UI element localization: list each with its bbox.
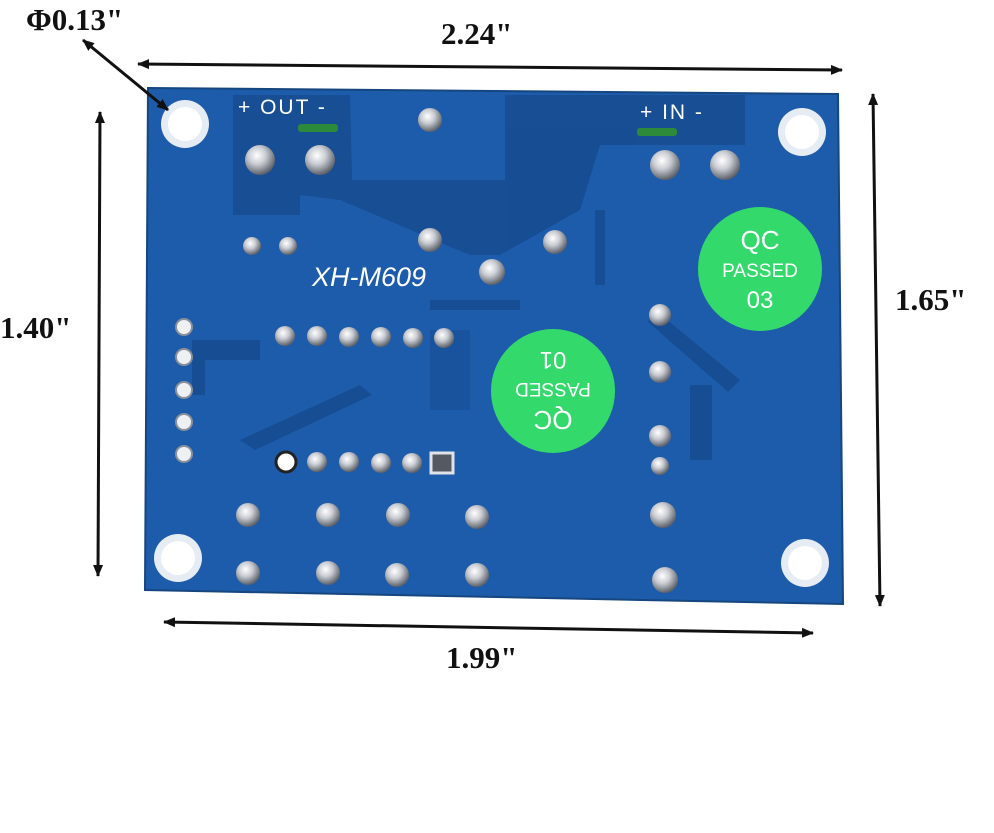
qc-sticker-01-line-1: QC xyxy=(534,405,573,435)
side-pin-header xyxy=(175,318,193,463)
input-indicator xyxy=(637,128,677,136)
header-row-top xyxy=(275,326,454,348)
mounting-holes xyxy=(154,100,829,587)
height-dimension-line xyxy=(868,93,885,607)
dimension-lines xyxy=(82,38,885,638)
hole-spacing-vertical-label: 1.40" xyxy=(0,310,72,345)
output-label: + OUT - xyxy=(238,96,327,119)
header-row-bottom xyxy=(274,450,455,475)
qc-sticker-01: QC PASSED 01 xyxy=(491,329,615,453)
hole-diameter-leader xyxy=(82,38,169,112)
hole-spacing-horizontal-line xyxy=(163,617,814,638)
qc-sticker-03-line-3: 03 xyxy=(747,287,774,314)
overall-height-label: 1.65" xyxy=(895,282,967,317)
solder-joints xyxy=(236,108,740,593)
copper-traces xyxy=(192,95,745,460)
qc-sticker-01-line-3: 01 xyxy=(540,346,567,373)
qc-sticker-03-line-1: QC xyxy=(741,225,780,255)
hole-diameter-label: Φ0.13" xyxy=(26,2,124,37)
hole-spacing-vertical-line xyxy=(93,111,105,577)
qc-sticker-01-line-2: PASSED xyxy=(515,378,591,399)
pcb-board: + OUT - + IN - XH-M609 xyxy=(143,86,845,606)
qc-sticker-03: QC PASSED 03 xyxy=(698,207,822,331)
overall-width-label: 2.24" xyxy=(441,16,513,51)
hole-spacing-horizontal-label: 1.99" xyxy=(446,640,518,675)
qc-sticker-03-line-2: PASSED xyxy=(722,261,798,282)
model-label: XH-M609 xyxy=(311,262,426,292)
output-indicator xyxy=(298,124,338,132)
input-label: + IN - xyxy=(640,101,704,124)
width-dimension-line xyxy=(137,59,843,75)
